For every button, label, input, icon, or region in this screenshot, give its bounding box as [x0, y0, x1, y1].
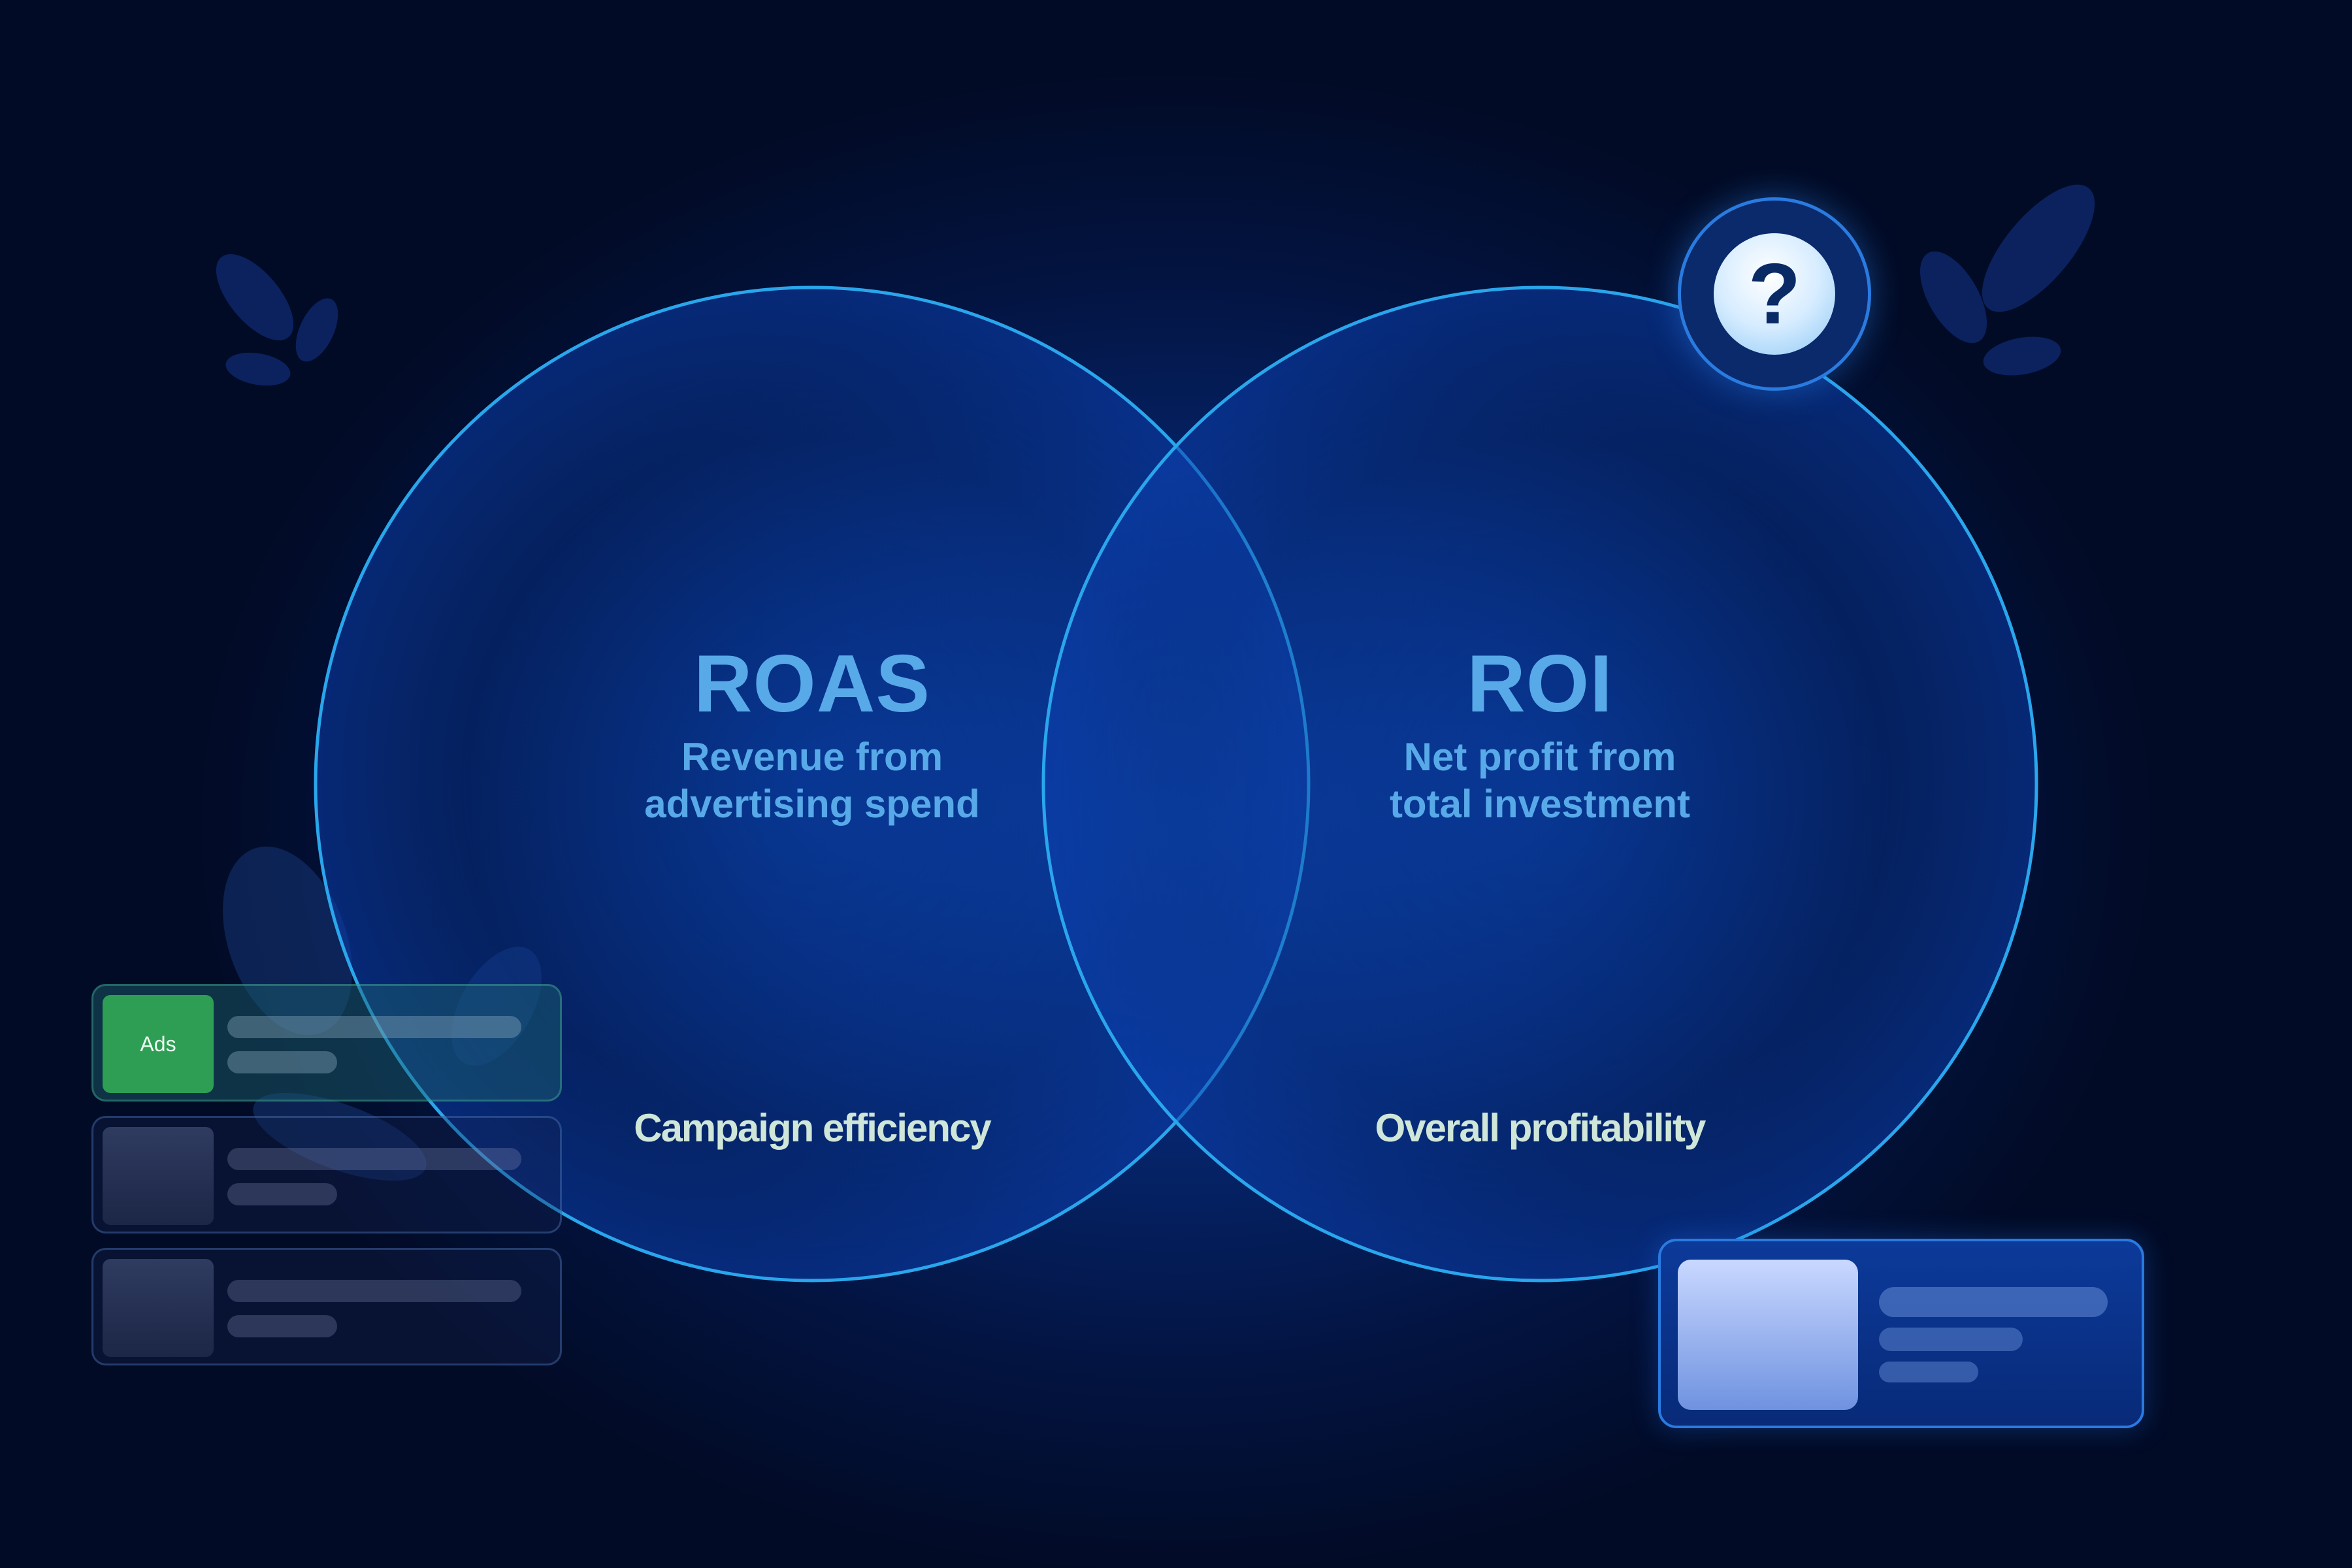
placeholder-line — [227, 1315, 337, 1337]
roas-title: ROAS — [693, 639, 931, 729]
profile-image-placeholder — [1678, 1260, 1858, 1410]
list-card[interactable] — [91, 1116, 562, 1233]
placeholder-line — [1879, 1328, 2023, 1351]
roi-label-group: ROI Net profit from total investment — [1311, 644, 1769, 828]
leaf-decoration-top-right — [1919, 184, 2095, 376]
roi-circle — [1041, 286, 2038, 1282]
placeholder-line — [1879, 1362, 1978, 1382]
placeholder-line — [1879, 1287, 2108, 1317]
card-thumbnail — [103, 1127, 214, 1225]
leaf-decoration-top-left — [216, 254, 338, 386]
placeholder-line — [227, 1148, 521, 1170]
ads-thumbnail: Ads — [103, 995, 214, 1093]
placeholder-line — [227, 1183, 337, 1205]
ads-label: Ads — [140, 1032, 176, 1056]
roas-footer: Campaign efficiency — [634, 1106, 992, 1150]
roi-title: ROI — [1467, 639, 1613, 729]
ads-card[interactable]: Ads — [91, 984, 562, 1102]
question-mark-icon: ? — [1714, 233, 1835, 355]
card-thumbnail — [103, 1259, 214, 1357]
profile-card[interactable] — [1658, 1239, 2144, 1428]
placeholder-line — [227, 1280, 521, 1302]
roi-description-line2: total investment — [1389, 782, 1691, 826]
roas-description-line1: Revenue from — [681, 735, 943, 779]
roi-description-line1: Net profit from — [1403, 735, 1676, 779]
help-badge[interactable]: ? — [1678, 197, 1871, 391]
roi-footer: Overall profitability — [1375, 1106, 1707, 1150]
placeholder-line — [227, 1051, 337, 1073]
roas-label-group: ROAS Revenue from advertising spend — [583, 644, 1041, 828]
list-card[interactable] — [91, 1248, 562, 1365]
roas-description-line2: advertising spend — [644, 782, 980, 826]
placeholder-line — [227, 1016, 521, 1038]
